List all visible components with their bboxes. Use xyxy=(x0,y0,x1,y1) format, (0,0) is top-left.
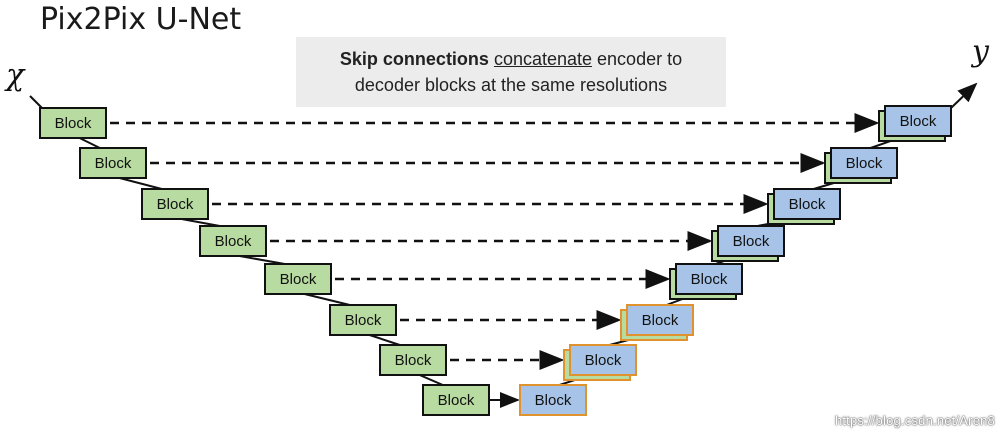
output-arrow xyxy=(950,82,978,109)
encoder-block: Block xyxy=(379,344,447,376)
encoder-block: Block xyxy=(199,225,267,257)
block-label: Block xyxy=(438,392,475,409)
callout-underlined-text: concatenate xyxy=(493,49,593,69)
block-label: Block xyxy=(55,115,92,132)
block-label: Block xyxy=(345,312,382,329)
output-symbol: y xyxy=(972,34,989,69)
block-label: Block xyxy=(900,113,937,130)
input-symbol: χ xyxy=(6,58,25,93)
decoder-block: Block xyxy=(884,105,952,137)
decoder-block: Block xyxy=(773,188,841,220)
block-label: Block xyxy=(535,392,572,409)
callout-rest-text: encoder to xyxy=(592,49,683,69)
encoder-block: Block xyxy=(264,263,332,295)
decoder-block: Block xyxy=(717,225,785,257)
encoder-block: Block xyxy=(141,188,209,220)
block-rect xyxy=(675,263,743,295)
encoder-block: Block xyxy=(39,107,107,139)
decoder-block: Block xyxy=(519,384,587,416)
watermark: https://blog.csdn.net/Aren8 xyxy=(834,413,995,428)
block-rect xyxy=(141,188,209,220)
block-rect xyxy=(626,304,694,336)
encoder-chain-line xyxy=(79,137,101,149)
block-rect xyxy=(39,107,107,139)
encoder-block: Block xyxy=(79,147,147,179)
diagram-title: Pix2Pix U-Net xyxy=(40,2,242,37)
block-rect xyxy=(569,344,637,376)
decoder-block: Block xyxy=(675,263,743,295)
encoder-chain-line xyxy=(119,177,163,190)
block-label: Block xyxy=(642,312,679,329)
callout-bold-text: Skip connections xyxy=(339,49,489,69)
block-rect xyxy=(199,225,267,257)
encoder-chain-line xyxy=(181,218,220,227)
block-label: Block xyxy=(280,271,317,288)
block-rect xyxy=(422,384,490,416)
block-label: Block xyxy=(733,233,770,250)
block-rect xyxy=(773,188,841,220)
block-label: Block xyxy=(215,233,252,250)
decoder-block: Block xyxy=(830,147,898,179)
encoder-chain-line xyxy=(419,374,444,386)
block-label: Block xyxy=(157,196,194,213)
encoder-block: Block xyxy=(329,304,397,336)
callout-line-1: Skip connections concatenate encoder to xyxy=(296,46,726,72)
block-rect xyxy=(884,105,952,137)
block-rect xyxy=(717,225,785,257)
block-label: Block xyxy=(95,155,132,172)
block-rect xyxy=(519,384,587,416)
block-label: Block xyxy=(585,352,622,369)
encoder-chain-line xyxy=(304,293,351,306)
encoder-chain-line xyxy=(369,334,401,346)
decoder-block: Block xyxy=(626,304,694,336)
decoder-block: Block xyxy=(569,344,637,376)
block-rect xyxy=(379,344,447,376)
encoder-chain-line xyxy=(239,255,285,265)
skip-connection-callout: Skip connections concatenate encoder to … xyxy=(296,37,726,107)
block-rect xyxy=(329,304,397,336)
block-label: Block xyxy=(789,196,826,213)
callout-line-2: decoder blocks at the same resolutions xyxy=(354,75,668,95)
block-label: Block xyxy=(395,352,432,369)
block-rect xyxy=(830,147,898,179)
block-rect xyxy=(79,147,147,179)
block-rect xyxy=(264,263,332,295)
block-label: Block xyxy=(846,155,883,172)
block-label: Block xyxy=(691,271,728,288)
encoder-block: Block xyxy=(422,384,490,416)
